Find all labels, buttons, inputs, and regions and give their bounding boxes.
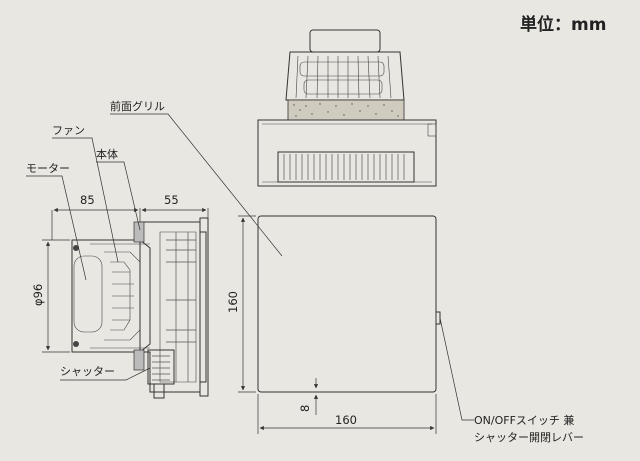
side-depth-body-dim: 55 [164, 193, 179, 207]
front-panel [257, 215, 437, 393]
side-view: 85 55 φ96 [31, 193, 209, 399]
unit-label: 単位：mm [520, 14, 606, 35]
front-width-dim: 160 [335, 413, 357, 427]
front-height-dim: 160 [226, 291, 240, 313]
side-depth-motor-dim: 85 [80, 193, 95, 207]
leader-body [96, 161, 141, 231]
label-motor: モーター [26, 162, 70, 175]
top-motor-cap [309, 29, 381, 53]
leader-fan [52, 137, 119, 263]
leader-shutter [60, 367, 151, 381]
label-switch-line2: シャッター開閉レバー [474, 431, 584, 444]
label-switch-line1: ON/OFFスイッチ 兼 [474, 414, 574, 427]
side-motor [71, 239, 151, 353]
side-body-hatch [133, 221, 196, 382]
side-shutter [147, 349, 175, 385]
top-gasket [287, 99, 405, 121]
leader-motor [26, 175, 87, 281]
label-front-grille: 前面グリル [110, 99, 165, 113]
side-grille-edge [199, 217, 209, 397]
leaders: 前面グリル ファン 本体 モーター シャッター ON/OFFスイッチ 兼 シャッ… [26, 99, 584, 444]
label-fan: ファン [52, 124, 85, 137]
leader-switch [439, 317, 474, 421]
top-gasket-dots [293, 103, 399, 117]
label-shutter: シャッター [60, 365, 115, 378]
leader-front-grille [110, 113, 283, 257]
switch-lever [435, 311, 441, 325]
top-grille-slots [277, 151, 415, 183]
front-view: 160 160 8 [226, 215, 441, 434]
lever-offset-dim: 8 [298, 405, 312, 412]
top-grille-hatch [283, 154, 405, 180]
top-view [257, 29, 437, 187]
side-diameter-dim: φ96 [31, 284, 45, 306]
top-fan-fins [295, 55, 392, 99]
top-body [257, 119, 437, 187]
label-body: 本体 [96, 147, 118, 161]
